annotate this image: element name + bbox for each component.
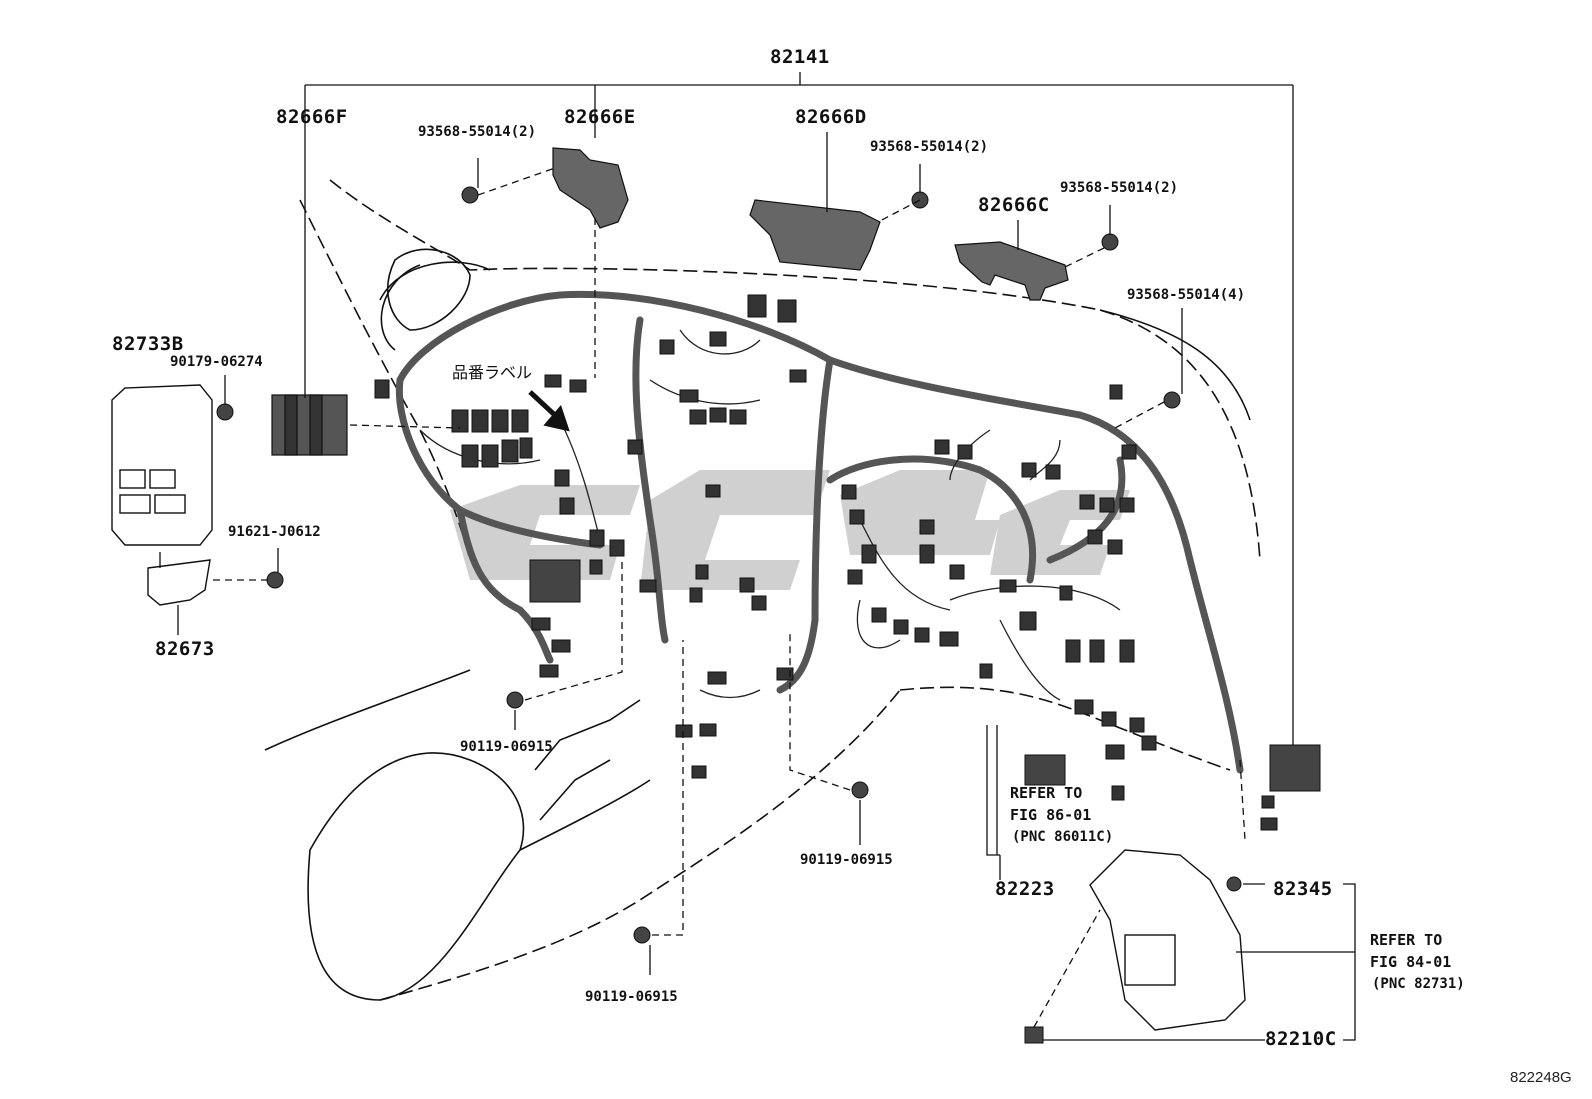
label-bolt-82666c: 93568-55014(2) bbox=[1060, 180, 1179, 196]
label-refer-86-line3: (PNC 86011C) bbox=[1012, 829, 1114, 845]
label-82141: 82141 bbox=[770, 46, 830, 68]
bracket-82666e bbox=[552, 147, 629, 229]
bracket-82666d bbox=[749, 199, 881, 271]
label-bolt-82666d: 93568-55014(2) bbox=[870, 139, 989, 155]
ecu-82210c bbox=[1089, 849, 1246, 1031]
bracket-82673 bbox=[147, 559, 211, 606]
label-screw-91621: 91621-J0612 bbox=[228, 524, 321, 540]
label-refer-86-line1: REFER TO bbox=[1010, 784, 1083, 802]
label-82345: 82345 bbox=[1273, 878, 1333, 900]
label-refer-84-line3: (PNC 82731) bbox=[1372, 976, 1465, 992]
figure-code: 822248G bbox=[1510, 1069, 1572, 1086]
label-bolt-82666e: 93568-55014(2) bbox=[418, 124, 537, 140]
label-82733b: 82733B bbox=[112, 333, 184, 355]
label-bolt-bottom: 90119-06915 bbox=[585, 989, 678, 1005]
label-82666f: 82666F bbox=[276, 106, 348, 128]
jp-arrow bbox=[528, 390, 570, 432]
label-82673: 82673 bbox=[155, 638, 215, 660]
label-part-number-tag: 品番ラベル bbox=[452, 363, 533, 382]
bracket-82666c bbox=[954, 241, 1069, 301]
harness-connectors bbox=[374, 294, 1321, 831]
label-82210c: 82210C bbox=[1265, 1028, 1337, 1050]
watermark-logo bbox=[450, 470, 1130, 590]
label-refer-84-line2: FIG 84-01 bbox=[1370, 953, 1452, 971]
label-refer-84-line1: REFER TO bbox=[1370, 931, 1443, 949]
label-refer-86-line2: FIG 86-01 bbox=[1010, 806, 1092, 824]
label-nut-90179: 90179-06274 bbox=[170, 354, 263, 370]
bracket-82666f bbox=[271, 394, 348, 456]
label-bolt-mid: 90119-06915 bbox=[800, 852, 893, 868]
label-82223: 82223 bbox=[995, 878, 1055, 900]
harness-bundles bbox=[395, 290, 1244, 774]
label-82666d: 82666D bbox=[795, 106, 867, 128]
label-82666c: 82666C bbox=[978, 194, 1050, 216]
label-bolt-left: 90119-06915 bbox=[460, 739, 553, 755]
junction-block-82733b bbox=[111, 384, 213, 546]
label-82666e: 82666E bbox=[564, 106, 636, 128]
label-bolt-4: 93568-55014(4) bbox=[1127, 287, 1246, 303]
leader-lines bbox=[159, 72, 1356, 1041]
fasteners bbox=[216, 186, 1242, 1044]
dashboard-outline bbox=[264, 179, 1261, 1001]
